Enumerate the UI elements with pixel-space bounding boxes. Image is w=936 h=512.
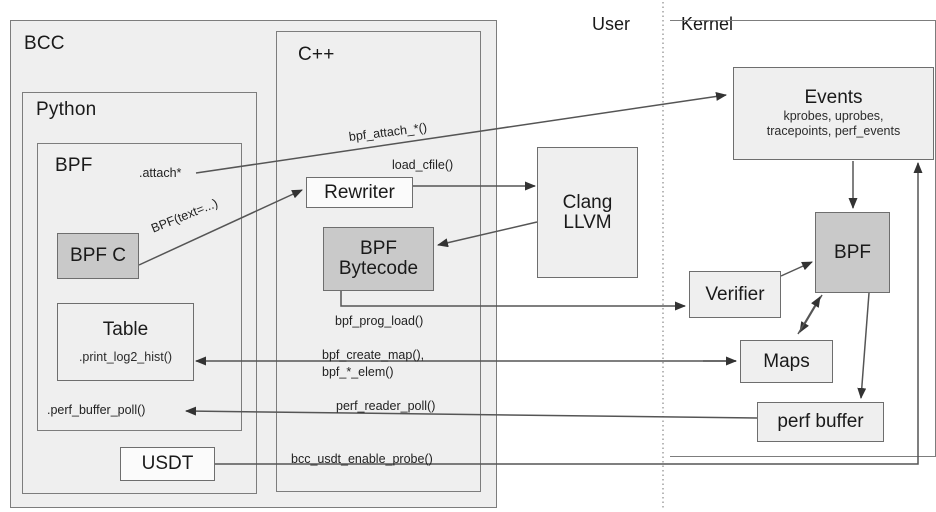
node-bpf-c[interactable]: BPF C [57, 233, 139, 279]
group-label-python: Python [36, 99, 97, 120]
node-usdt[interactable]: USDT [120, 447, 215, 481]
node-table-sublabel: .print_log2_hist() [78, 349, 173, 364]
node-events[interactable]: Events kprobes, uprobes, tracepoints, pe… [733, 67, 934, 160]
edge-label-perf-buffer-poll: .perf_buffer_poll() [47, 403, 146, 417]
edge-label-perf-reader-poll: perf_reader_poll() [336, 399, 436, 413]
node-bpf-c-label: BPF C [70, 245, 126, 267]
group-bpf-python [37, 143, 242, 431]
node-bpf-bytecode-label-line1: BPF [360, 238, 397, 260]
node-perf-buffer-label: perf buffer [777, 411, 864, 433]
group-label-bcc: BCC [24, 33, 65, 54]
zone-label-kernel: Kernel [681, 14, 734, 34]
group-label-cpp: C++ [298, 44, 335, 65]
node-clang-llvm[interactable]: Clang LLVM [537, 147, 638, 278]
node-verifier[interactable]: Verifier [689, 271, 781, 318]
edge-label-attach: .attach* [139, 166, 182, 180]
edge-label-bcc-usdt-enable-probe: bcc_usdt_enable_probe() [291, 452, 433, 466]
node-bpf-kernel[interactable]: BPF [815, 212, 890, 293]
node-table[interactable]: Table .print_log2_hist() [57, 303, 194, 381]
node-rewriter[interactable]: Rewriter [306, 177, 413, 208]
edge-label-load-cfile: load_cfile() [392, 158, 454, 172]
node-clang-llvm-label-line2: LLVM [563, 211, 612, 233]
node-perf-buffer[interactable]: perf buffer [757, 402, 884, 442]
edge-label-bpf-prog-load: bpf_prog_load() [335, 314, 424, 328]
node-bpf-bytecode[interactable]: BPF Bytecode [323, 227, 434, 291]
node-events-label: Events [804, 87, 863, 109]
node-usdt-label: USDT [141, 453, 194, 475]
group-label-bpf: BPF [55, 155, 93, 176]
node-maps[interactable]: Maps [740, 340, 833, 383]
node-events-sublabel-line2: tracepoints, perf_events [766, 123, 901, 138]
node-clang-llvm-label-line1: Clang [562, 191, 613, 213]
edge-label-bpf-elem: bpf_*_elem() [322, 365, 394, 379]
node-maps-label: Maps [763, 350, 810, 372]
node-rewriter-label: Rewriter [324, 181, 395, 203]
node-bpf-kernel-label: BPF [834, 241, 871, 263]
edge-label-bpf-create-map: bpf_create_map(), [322, 348, 425, 362]
zone-label-user: User [592, 14, 631, 34]
node-table-label: Table [102, 318, 149, 340]
node-verifier-label: Verifier [705, 283, 765, 305]
node-bpf-bytecode-label-line2: Bytecode [338, 258, 419, 279]
node-events-sublabel-line1: kprobes, uprobes, [783, 109, 884, 124]
